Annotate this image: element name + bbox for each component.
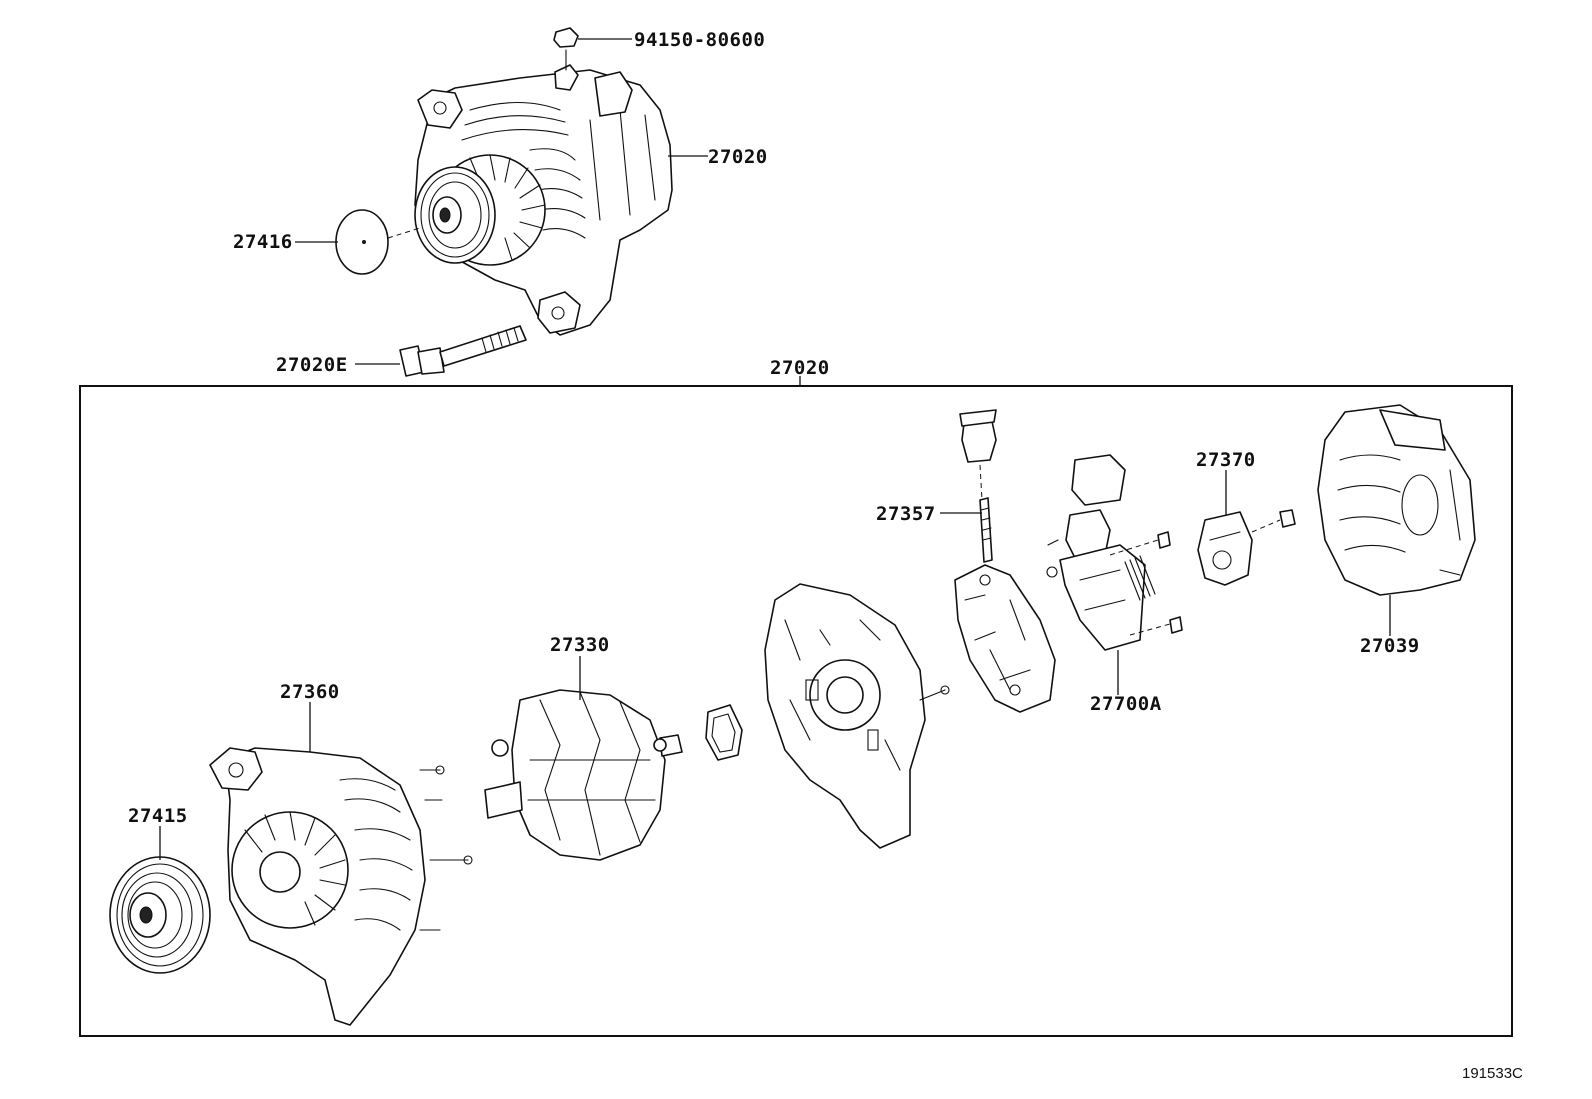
pulley [109, 856, 211, 974]
label-rectifier: 27700A [1090, 693, 1162, 715]
rectifier-end-frame [764, 583, 950, 849]
rectifier-holder [954, 564, 1056, 713]
alternator-assembly-top [414, 49, 673, 336]
drive-end-frame [209, 747, 473, 1026]
cover-disc [335, 209, 389, 275]
label-rotor: 27330 [550, 634, 610, 656]
label-pulley: 27415 [128, 805, 188, 827]
figure-reference: 191533C [1462, 1065, 1523, 1082]
label-through-bolt: 27020E [276, 354, 348, 376]
label-drive-frame: 27360 [280, 681, 340, 703]
label-terminal-insulator: 27357 [876, 503, 936, 525]
label-rear-cover: 27039 [1360, 635, 1420, 657]
label-cover-top: 27416 [233, 231, 293, 253]
label-brush-holder: 27370 [1196, 449, 1256, 471]
brush-holder [1197, 509, 1296, 586]
through-bolt [399, 325, 527, 377]
label-assembly-frame: 27020 [770, 357, 830, 379]
rear-cover [1317, 404, 1476, 596]
label-bolt-top: 94150-80600 [634, 29, 765, 51]
label-alternator-top: 27020 [708, 146, 768, 168]
voltage-regulator [1046, 454, 1183, 651]
rotor [484, 689, 683, 861]
washer-ring [705, 704, 743, 761]
terminal-insulator [959, 409, 997, 563]
exploded-view-frame [79, 385, 1513, 1037]
nut-top [553, 27, 579, 48]
